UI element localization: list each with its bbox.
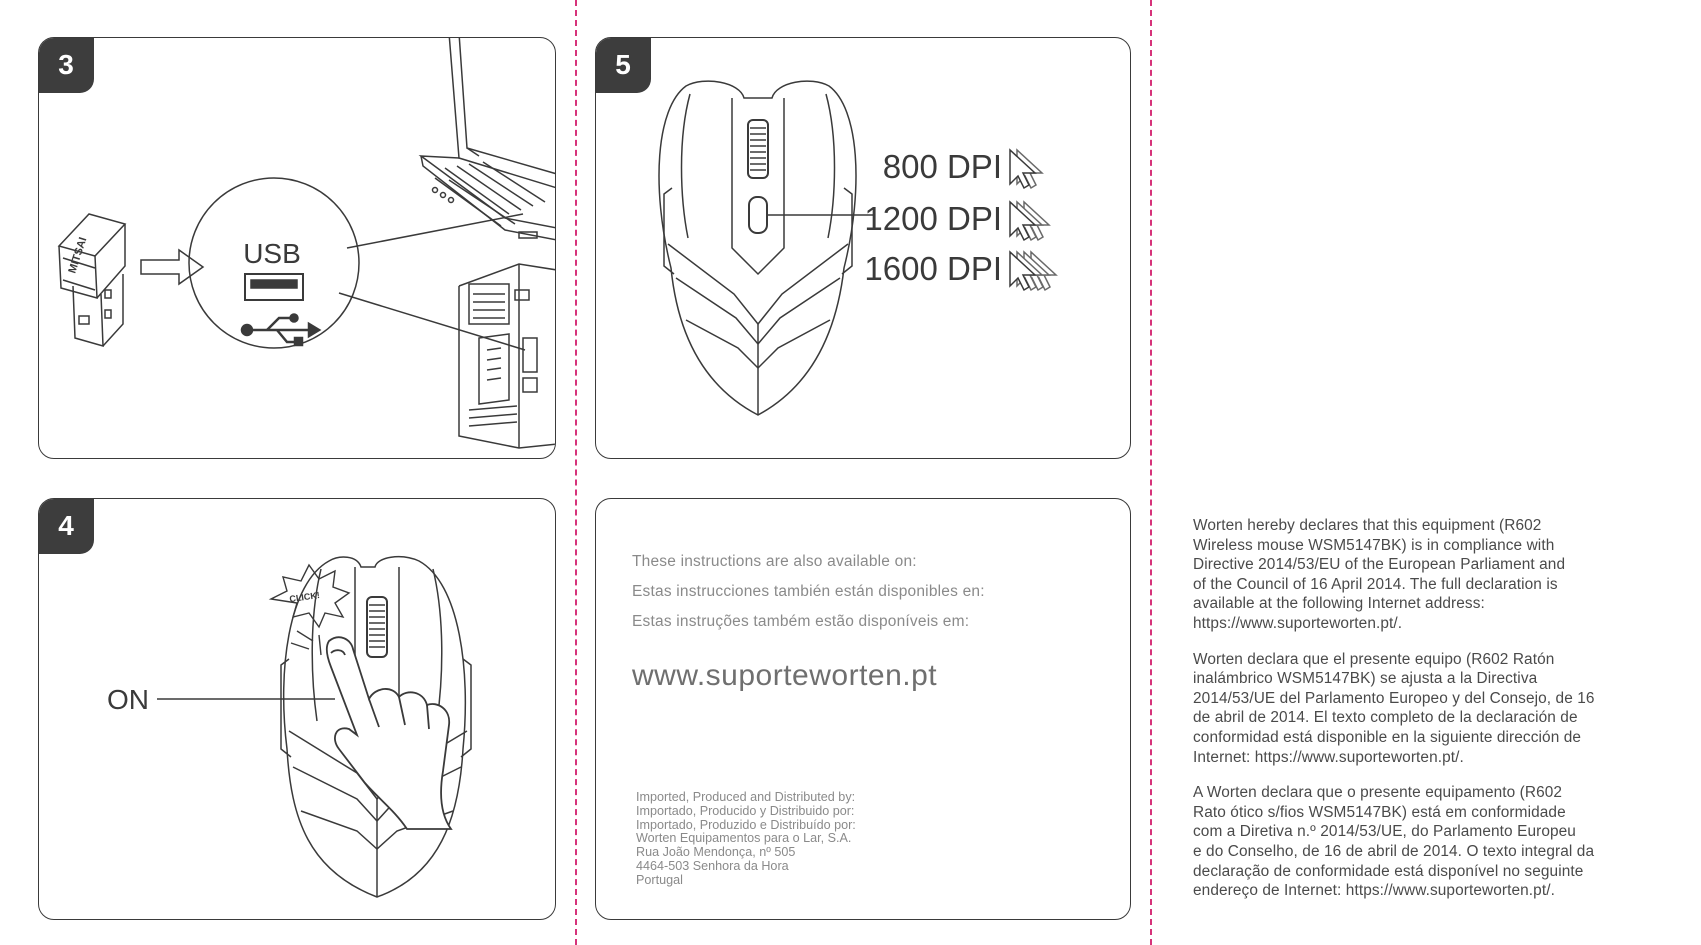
connector-line-desktop — [338, 292, 526, 351]
step-4-panel: CLICK! ON 4 — [38, 498, 556, 920]
importer-address: Imported, Produced and Distributed by: I… — [636, 790, 856, 888]
on-label: ON — [107, 684, 149, 715]
declaration-line: available at the following Internet addr… — [1193, 595, 1485, 613]
desktop-tower-icon — [458, 263, 555, 449]
available-line-es: Estas instrucciones también están dispon… — [632, 583, 985, 600]
dpi-label-1200: 1200 DPI — [864, 200, 1002, 237]
usb-dongle-icon — [57, 213, 127, 348]
declaration-line: com a Diretiva n.º 2014/53/UE, do Parlam… — [1193, 823, 1576, 841]
declaration-line: of the Council of 16 April 2014. The ful… — [1193, 575, 1558, 593]
conformity-declarations: Worten hereby declares that this equipme… — [1193, 516, 1683, 917]
click-label: CLICK! — [289, 590, 321, 604]
cut-line-right — [1150, 0, 1152, 945]
step-5-badge: 5 — [596, 38, 651, 93]
declaration-line: https://www.suporteworten.pt/. — [1193, 614, 1403, 632]
declaration-line: de abril de 2014. El texto completo de l… — [1193, 709, 1578, 727]
step-3-illustration: MITSAI USB — [57, 38, 555, 449]
declaration-en: Worten hereby declares that this equipme… — [1193, 516, 1683, 634]
dpi-label-1600: 1600 DPI — [864, 250, 1002, 287]
scroll-wheel-icon — [366, 596, 388, 658]
scroll-wheel-icon — [747, 119, 769, 179]
arrow-right-icon — [140, 248, 205, 286]
step-5-panel: 800 DPI 1200 DPI 1600 DPI 5 — [595, 37, 1131, 459]
available-line-en: These instructions are also available on… — [632, 553, 917, 570]
click-burst-icon — [268, 563, 351, 656]
dpi-button-icon — [748, 196, 768, 234]
declaration-line: Wireless mouse WSM5147BK) is in complian… — [1193, 536, 1555, 554]
cursor-icon — [1009, 200, 1037, 242]
step-3-panel: MITSAI USB 3 — [38, 37, 556, 459]
available-line-pt: Estas instruções também estão disponívei… — [632, 613, 970, 630]
step-3-badge: 3 — [39, 38, 94, 93]
cursor-icon — [1009, 148, 1037, 190]
declaration-line: Rato ótico s/fios WSM5147BK) está em con… — [1193, 803, 1566, 821]
info-panel: These instructions are also available on… — [595, 498, 1131, 920]
dpi-label-800: 800 DPI — [883, 148, 1002, 185]
laptop-icon — [418, 38, 555, 241]
importer-line: Importado, Producido y Distribuido por: — [636, 803, 855, 818]
connector-line-laptop — [346, 213, 524, 249]
declaration-pt: A Worten declara que o presente equipame… — [1193, 783, 1683, 901]
declaration-line: endereço de Internet: https://www.suport… — [1193, 882, 1555, 900]
support-url: www.suporteworten.pt — [632, 659, 938, 692]
mouse-icon — [658, 80, 857, 416]
usb-label: USB — [243, 238, 301, 269]
declaration-line: A Worten declara que o presente equipame… — [1193, 784, 1563, 802]
step-4-badge: 4 — [39, 499, 94, 554]
declaration-es: Worten declara que el presente equipo (R… — [1193, 650, 1683, 768]
declaration-line: 2014/53/UE del Parlamento Europeo y del … — [1193, 689, 1595, 707]
step-5-illustration: 800 DPI 1200 DPI 1600 DPI — [658, 80, 1058, 416]
importer-line: Worten Equipamentos para o Lar, S.A. — [636, 831, 852, 846]
usb-zoom-circle — [188, 177, 360, 349]
declaration-line: Worten declara que el presente equipo (R… — [1193, 650, 1555, 668]
usb-port-icon — [244, 273, 304, 301]
importer-line: Importado, Produzido e Distribuído por: — [636, 817, 856, 832]
cursor-trails — [1009, 148, 1058, 292]
declaration-line: inalámbrico WSM5147BK) se ajusta a la Di… — [1193, 670, 1538, 688]
importer-line: 4464-503 Senhora da Hora — [636, 858, 789, 873]
declaration-line: conformidad está disponible en la siguie… — [1193, 728, 1582, 746]
declaration-line: declaração de conformidade está disponív… — [1193, 862, 1584, 880]
finger-press-icon — [325, 636, 453, 830]
declaration-line: Directive 2014/53/EU of the European Par… — [1193, 556, 1566, 574]
usb-symbol-icon — [240, 313, 322, 347]
importer-line: Rua João Mendonça, nº 505 — [636, 845, 796, 860]
declaration-line: Worten hereby declares that this equipme… — [1193, 517, 1542, 534]
importer-line: Portugal — [636, 872, 683, 887]
declaration-line: Internet: https://www.suporteworten.pt/. — [1193, 748, 1464, 766]
step-4-illustration: CLICK! ON — [107, 555, 472, 898]
declaration-line: e do Conselho, de 16 de abril de 2014. O… — [1193, 842, 1595, 860]
dongle-brand-label: MITSAI — [66, 236, 89, 275]
importer-line: Imported, Produced and Distributed by: — [636, 790, 856, 804]
cut-line-left — [575, 0, 577, 945]
cursor-icon — [1009, 250, 1037, 292]
